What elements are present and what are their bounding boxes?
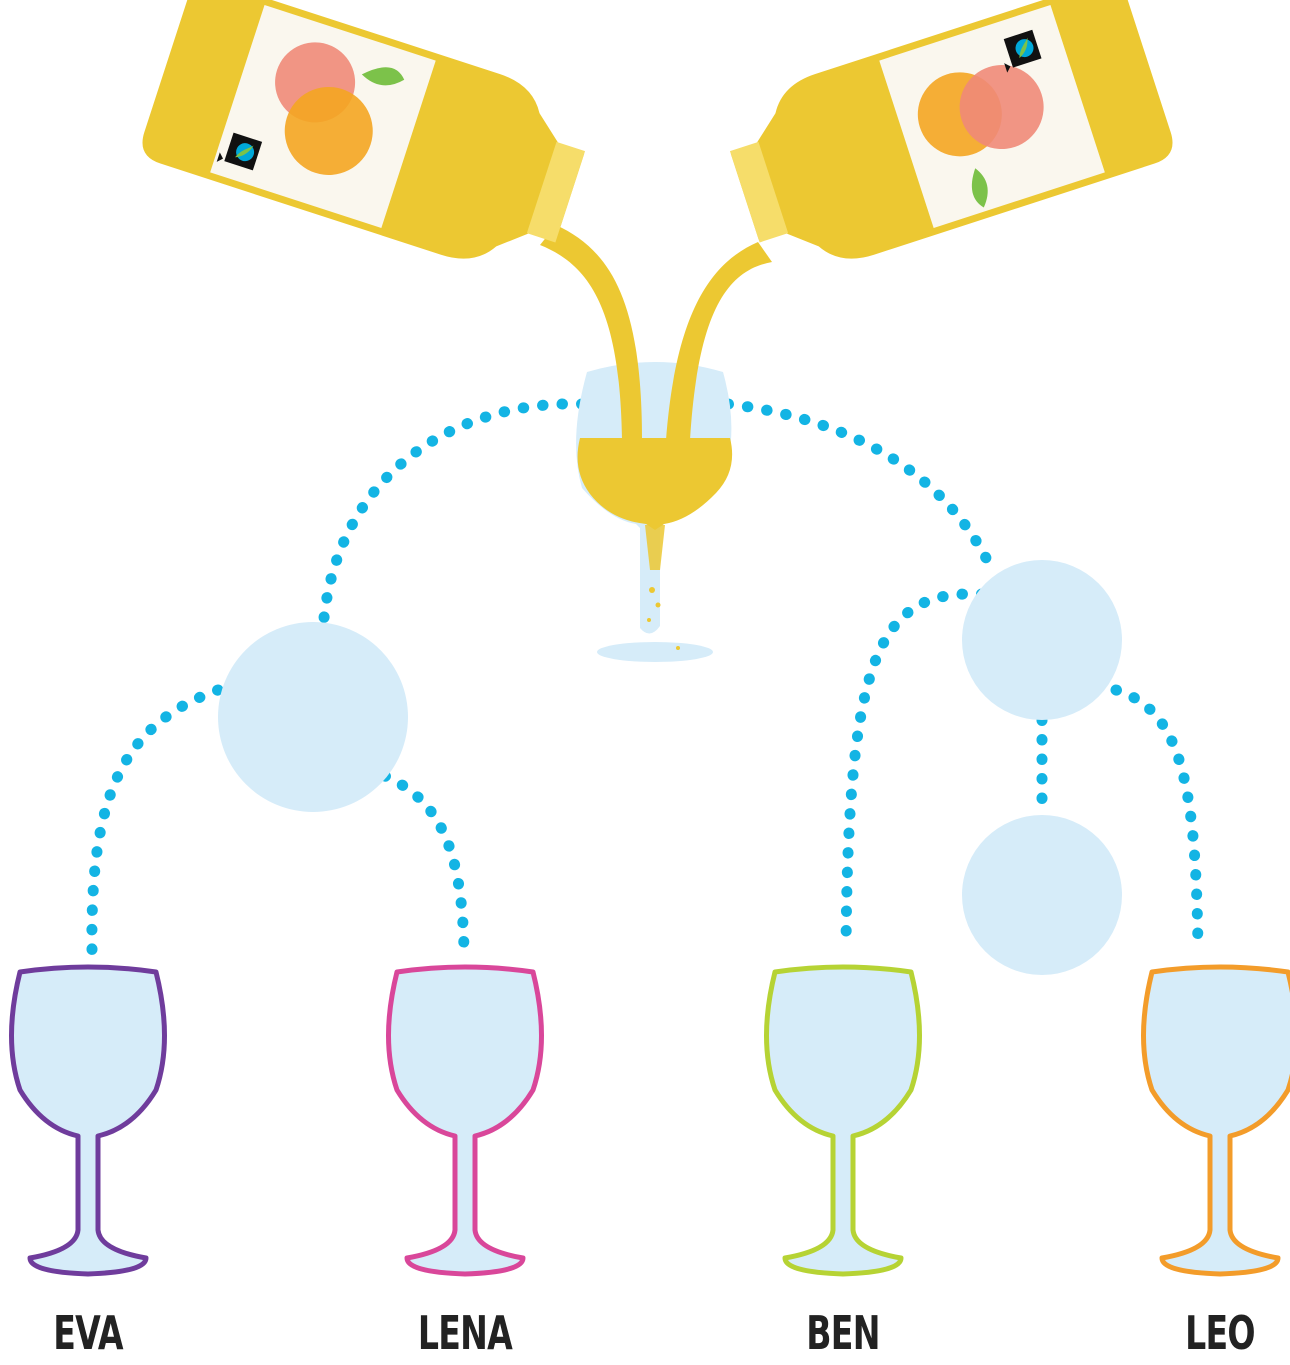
juice-bottle-right	[715, 0, 1178, 287]
source-glass	[576, 362, 732, 662]
connector-source-to-right-node	[728, 404, 992, 570]
connector-source-to-left-node	[324, 404, 582, 618]
left-node	[218, 622, 408, 812]
connector-right-node-to-leo	[1116, 690, 1198, 950]
recipient-label-ben: BEN	[771, 1305, 915, 1361]
connector-left-node-to-lena	[385, 776, 464, 950]
connector-right-node-to-ben	[846, 594, 982, 950]
recipient-label-leo: LEO	[1148, 1305, 1290, 1361]
right-node	[962, 560, 1122, 720]
wine-glass-ben	[767, 967, 920, 1274]
middle-node	[962, 815, 1122, 975]
wine-glass-outline	[389, 967, 542, 1274]
wine-glass-lena	[389, 967, 542, 1274]
juice-in-glass	[578, 438, 733, 530]
wine-glass-eva	[12, 967, 165, 1274]
wine-glass-outline	[1144, 967, 1290, 1274]
wine-glass-outline	[12, 967, 165, 1274]
juice-bottle-left	[137, 0, 600, 287]
recipient-label-lena: LENA	[393, 1305, 537, 1361]
wine-glass-leo	[1144, 967, 1290, 1274]
connector-left-node-to-eva	[92, 690, 218, 950]
wine-glass-outline	[767, 967, 920, 1274]
recipient-label-eva: EVA	[16, 1305, 160, 1361]
